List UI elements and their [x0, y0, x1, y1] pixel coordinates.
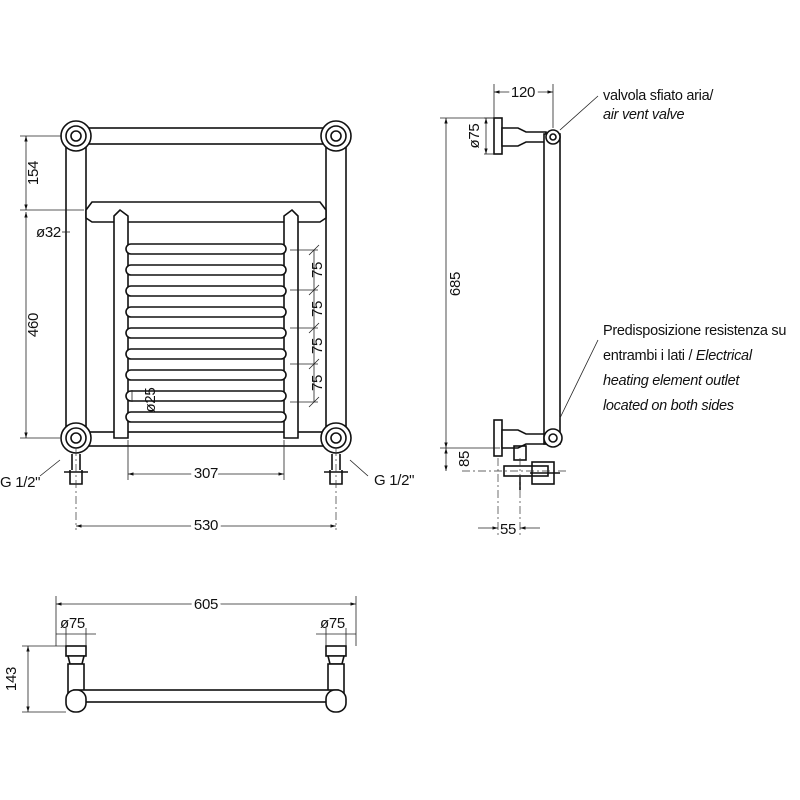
note-heating-en-1: Electrical	[696, 348, 753, 364]
bar	[125, 264, 287, 276]
right-post	[325, 139, 347, 439]
bar	[125, 411, 287, 423]
dim-154: 154	[25, 161, 42, 185]
bar	[125, 348, 287, 360]
dim-flange: ø75	[466, 124, 483, 149]
dim-flange-left: ø75	[60, 615, 85, 632]
dim-bar-spacing-2: 75	[309, 301, 326, 317]
left-post	[65, 139, 87, 439]
bar	[125, 306, 287, 318]
side-view	[462, 117, 568, 536]
top-rail	[71, 127, 341, 145]
dim-143: 143	[3, 667, 20, 691]
dim-530: 530	[194, 517, 218, 534]
bracket-top	[501, 127, 547, 147]
top-flange-right	[325, 645, 347, 657]
dim-rail-dia: ø32	[36, 224, 61, 241]
top-flange-left	[65, 645, 87, 657]
thread-right: G 1/2"	[374, 472, 414, 489]
dim-bar-spacing-1: 75	[309, 262, 326, 278]
top-rail-plan	[73, 689, 339, 703]
bar	[125, 327, 287, 339]
top-cap-right	[325, 689, 347, 713]
flange-top	[493, 117, 503, 155]
dim-flange-right: ø75	[320, 615, 345, 632]
note-air-vent-it: valvola sfiato aria/	[603, 88, 714, 104]
top-view	[65, 645, 347, 713]
flange-bottom	[493, 419, 503, 457]
dim-307: 307	[194, 465, 218, 482]
note-heating-it-2: entrambi i lati /	[603, 348, 696, 364]
towel-bars	[125, 243, 287, 423]
inner-collector-right	[283, 208, 299, 439]
thread-left: G 1/2"	[0, 474, 40, 491]
dim-bar-dia: ø25	[142, 388, 159, 413]
note-heating-it-1: Predisposizione resistenza su	[603, 323, 786, 339]
top-cap-left	[65, 689, 87, 713]
side-column	[543, 133, 561, 445]
dim-85: 85	[456, 451, 473, 467]
dim-55: 55	[500, 521, 516, 538]
bar	[125, 369, 287, 381]
top-dimensions: 605 ø75 ø75 143	[3, 593, 357, 713]
note-heating-en-2: heating element outlet	[603, 373, 740, 389]
dim-685: 685	[447, 272, 464, 296]
dim-605: 605	[194, 596, 218, 613]
corner-finials	[60, 120, 352, 454]
bar	[125, 243, 287, 255]
note-heating-en-3: located on both sides	[603, 398, 734, 414]
note-air-vent-en: air vent valve	[603, 107, 684, 123]
bar	[125, 285, 287, 297]
side-valve	[503, 445, 560, 490]
front-view	[39, 120, 369, 530]
bar	[125, 390, 287, 402]
side-dimensions: 120 ø75 685 85 55 valvola sfiato aria/ a…	[440, 81, 787, 538]
air-vent-valve	[545, 129, 561, 145]
bottom-cap	[543, 428, 563, 448]
note-heating-line-2: entrambi i lati / Electrical	[603, 348, 753, 364]
inlet-valves	[64, 454, 348, 485]
dim-bar-spacing-3: 75	[309, 338, 326, 354]
dim-120: 120	[511, 84, 535, 101]
header-rail	[85, 201, 327, 223]
dim-bar-spacing-4: 75	[309, 375, 326, 391]
inner-collector-left	[113, 208, 129, 439]
front-dimensions: 154 460 ø32 ø25 75 75 75 75 307 530	[0, 135, 415, 537]
dim-460: 460	[25, 313, 42, 337]
